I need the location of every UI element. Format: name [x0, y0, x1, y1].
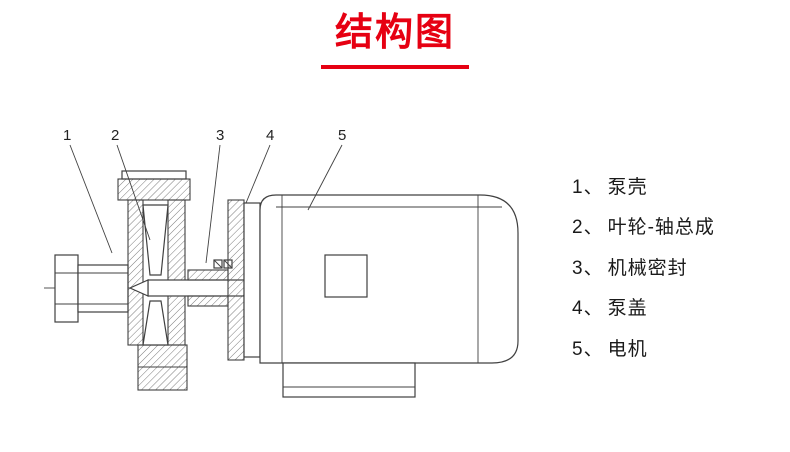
pump-casing	[117, 170, 191, 391]
legend-num: 1、	[572, 176, 604, 198]
legend-num: 2、	[572, 217, 604, 239]
legend-item-impeller-shaft: 2、 叶轮-轴总成	[572, 206, 715, 247]
page-header: 结构图	[0, 10, 790, 69]
legend-num: 3、	[572, 257, 604, 279]
callout-numbers: 1 2 3 4 5	[63, 127, 346, 144]
leader-line-4	[245, 144, 271, 204]
legend-label: 泵盖	[607, 298, 648, 320]
legend-item-pump-casing: 1、 泵壳	[572, 165, 715, 206]
leader-line-3	[205, 144, 221, 264]
leader-line-5	[307, 144, 343, 211]
callout-5: 5	[338, 127, 346, 144]
legend: 1、 泵壳 2、 叶轮-轴总成 3、 机械密封 4、 泵盖 5、 电机	[572, 165, 715, 368]
pump-diagram-svg: 1 2 3 4 5	[44, 127, 519, 398]
pump-cover	[227, 199, 261, 361]
callout-2: 2	[111, 127, 119, 144]
callout-3: 3	[216, 127, 224, 144]
legend-item-mechanical-seal: 3、 机械密封	[572, 246, 715, 287]
callout-1: 1	[63, 127, 71, 144]
leader-line-2	[116, 144, 151, 241]
page-title: 结构图	[334, 12, 455, 54]
suction-pipe	[54, 254, 129, 323]
legend-num: 5、	[572, 338, 604, 360]
legend-label: 电机	[607, 338, 648, 360]
callout-4: 4	[266, 127, 274, 144]
legend-item-pump-cover: 4、 泵盖	[572, 287, 715, 328]
motor	[259, 194, 519, 398]
legend-item-motor: 5、 电机	[572, 327, 715, 368]
legend-label: 泵壳	[607, 176, 648, 198]
legend-label: 叶轮-轴总成	[607, 217, 715, 239]
pump-structure-drawing: 1 2 3 4 5	[30, 105, 570, 435]
leader-line-1	[69, 144, 113, 254]
title-underline	[321, 64, 469, 69]
legend-label: 机械密封	[607, 257, 688, 279]
leader-lines	[69, 144, 343, 264]
legend-num: 4、	[572, 298, 604, 320]
